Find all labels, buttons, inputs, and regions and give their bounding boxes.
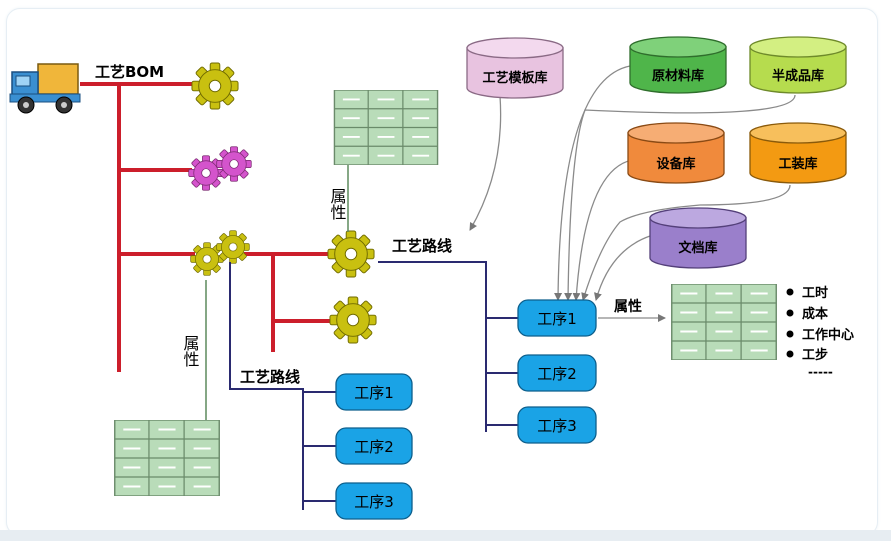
- semi-finished-db: [749, 36, 847, 94]
- route-label: 工艺路线: [240, 368, 300, 386]
- process-label: 工序2: [537, 365, 577, 383]
- process-box[interactable]: [335, 427, 413, 465]
- gear-icon: [216, 230, 250, 264]
- process-box[interactable]: [517, 354, 597, 392]
- gear-icon: [191, 62, 239, 110]
- attribute-item: 工作中心: [802, 327, 854, 343]
- gear-icon: [327, 230, 375, 278]
- bottom-band: [0, 530, 891, 541]
- attribute-item: 成本: [802, 306, 828, 322]
- equipment-db: [627, 122, 725, 184]
- semi-finished-db-label: 半成品库: [772, 68, 824, 84]
- equipment-db-label: 设备库: [656, 156, 695, 172]
- attribute-table: [670, 284, 778, 360]
- process-box[interactable]: [335, 373, 413, 411]
- tooling-db: [749, 122, 847, 184]
- template-db: [466, 37, 564, 99]
- process-box[interactable]: [517, 406, 597, 444]
- gear-icon: [216, 146, 252, 182]
- gear-icon: [329, 296, 377, 344]
- attribute-label: 属性: [328, 188, 347, 220]
- route-label: 工艺路线: [392, 237, 452, 255]
- attribute-label: 属性: [181, 335, 200, 367]
- document-db: [649, 207, 747, 269]
- process-label: 工序3: [537, 417, 577, 435]
- truck-icon: [9, 63, 81, 114]
- attribute-list: 工时 成本 工作中心 工步 -----: [786, 285, 854, 379]
- process-box[interactable]: [335, 482, 413, 520]
- route-lines: [229, 261, 518, 510]
- process-label: 工序1: [354, 384, 394, 402]
- right-process-group: 工序1 工序2 工序3: [517, 299, 597, 444]
- document-db-label: 文档库: [678, 240, 717, 256]
- left-process-group: 工序1 工序2 工序3: [335, 373, 413, 520]
- attribute-item: 工时: [802, 285, 828, 301]
- attribute-table: [333, 90, 439, 165]
- attribute-connectors: [205, 165, 349, 420]
- raw-material-db: [629, 36, 727, 94]
- database-arrows: [469, 65, 796, 322]
- process-label: 工序3: [354, 493, 394, 511]
- bom-tree-lines: [80, 82, 330, 372]
- process-label: 工序1: [537, 310, 577, 328]
- template-db-label: 工艺模板库: [482, 70, 547, 86]
- bom-label: 工艺BOM: [95, 63, 164, 81]
- attribute-more: -----: [808, 365, 833, 379]
- process-label: 工序2: [354, 438, 394, 456]
- attribute-table: [113, 420, 221, 496]
- attribute-label: 属性: [614, 298, 642, 315]
- tooling-db-label: 工装库: [778, 156, 817, 172]
- attribute-item: 工步: [802, 347, 828, 363]
- process-box[interactable]: [517, 299, 597, 337]
- raw-material-db-label: 原材料库: [652, 68, 704, 84]
